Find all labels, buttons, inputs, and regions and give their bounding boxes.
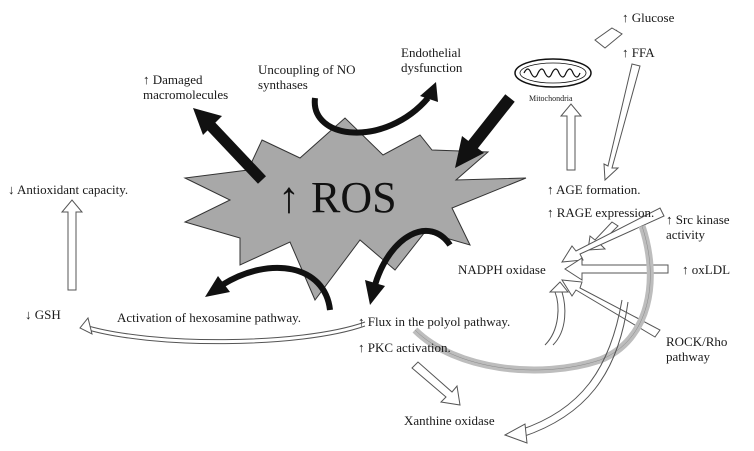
arrow-pkc-to-xanthine bbox=[411, 361, 461, 406]
uncoupling-label: Uncoupling of NO synthases bbox=[258, 62, 356, 92]
arrow-polyol-to-gsh bbox=[79, 316, 366, 345]
rock-rho-label: ROCK/Rho pathway bbox=[666, 334, 727, 364]
arrow-rock-to-nadph bbox=[561, 279, 661, 338]
rage-expression-label: ↑ RAGE expression. bbox=[547, 205, 655, 220]
src-line-2: activity bbox=[666, 227, 705, 242]
arrow-nadph-to-polyol bbox=[365, 227, 453, 305]
pkc-label: ↑ PKC activation. bbox=[358, 340, 451, 355]
damaged-line-1: ↑ Damaged bbox=[143, 72, 203, 87]
arrow-to-damaged-macromolecules bbox=[193, 108, 266, 184]
arrow-glucose-to-ffa bbox=[594, 27, 623, 49]
arrow-src-to-nadph bbox=[561, 207, 665, 263]
arrow-uncoupling-to-endothelial bbox=[311, 82, 438, 136]
xanthine-oxidase-label: Xanthine oxidase bbox=[404, 413, 495, 428]
age-formation-label: ↑ AGE formation. bbox=[547, 182, 641, 197]
mitochondria-label: Mitochondria bbox=[529, 94, 573, 103]
src-kinase-label: ↑ Src kinase activity bbox=[666, 212, 730, 242]
antioxidant-capacity-label: ↓ Antioxidant capacity. bbox=[8, 182, 129, 197]
arrow-nadph-to-xanthine bbox=[503, 299, 629, 444]
arrow-ros-to-hexosamine bbox=[205, 264, 333, 311]
damaged-line-2: macromolecules bbox=[143, 87, 229, 102]
rock-line-1: ROCK/Rho bbox=[666, 334, 728, 349]
uncoupling-line-2: synthases bbox=[258, 77, 308, 92]
endothelial-line-2: dysfunction bbox=[401, 60, 463, 75]
gray-curve-src-to-polyol bbox=[412, 224, 654, 374]
polyol-label: ↑ Flux in the polyol pathway. bbox=[358, 314, 511, 329]
gsh-label: ↓ GSH bbox=[25, 307, 61, 322]
hexosamine-label: Activation of hexosamine pathway. bbox=[117, 310, 301, 325]
arrow-gsh-to-antioxidant bbox=[60, 199, 84, 291]
src-line-1: ↑ Src kinase bbox=[666, 212, 730, 227]
arrow-pkc-to-nadph bbox=[544, 281, 570, 346]
nadph-oxidase-label: NADPH oxidase bbox=[458, 262, 546, 277]
damaged-macromolecules-label: ↑ Damaged macromolecules bbox=[143, 72, 228, 102]
arrow-mitochondria-to-ros bbox=[455, 94, 515, 168]
endothelial-dysfunction-label: Endothelial dysfunction bbox=[401, 45, 462, 75]
oxldl-label: ↑ oxLDL bbox=[682, 262, 731, 277]
endothelial-line-1: Endothelial bbox=[401, 45, 461, 60]
rock-line-2: pathway bbox=[666, 349, 711, 364]
arrow-age-to-mitochondria bbox=[559, 103, 583, 171]
uncoupling-line-1: Uncoupling of NO bbox=[258, 62, 356, 77]
arrow-ffa-to-age bbox=[603, 63, 641, 182]
glucose-label: ↑ Glucose bbox=[622, 10, 675, 25]
mitochondria-icon bbox=[514, 58, 592, 88]
ffa-label: ↑ FFA bbox=[622, 45, 655, 60]
ros-label: ↑ ROS bbox=[278, 173, 397, 222]
